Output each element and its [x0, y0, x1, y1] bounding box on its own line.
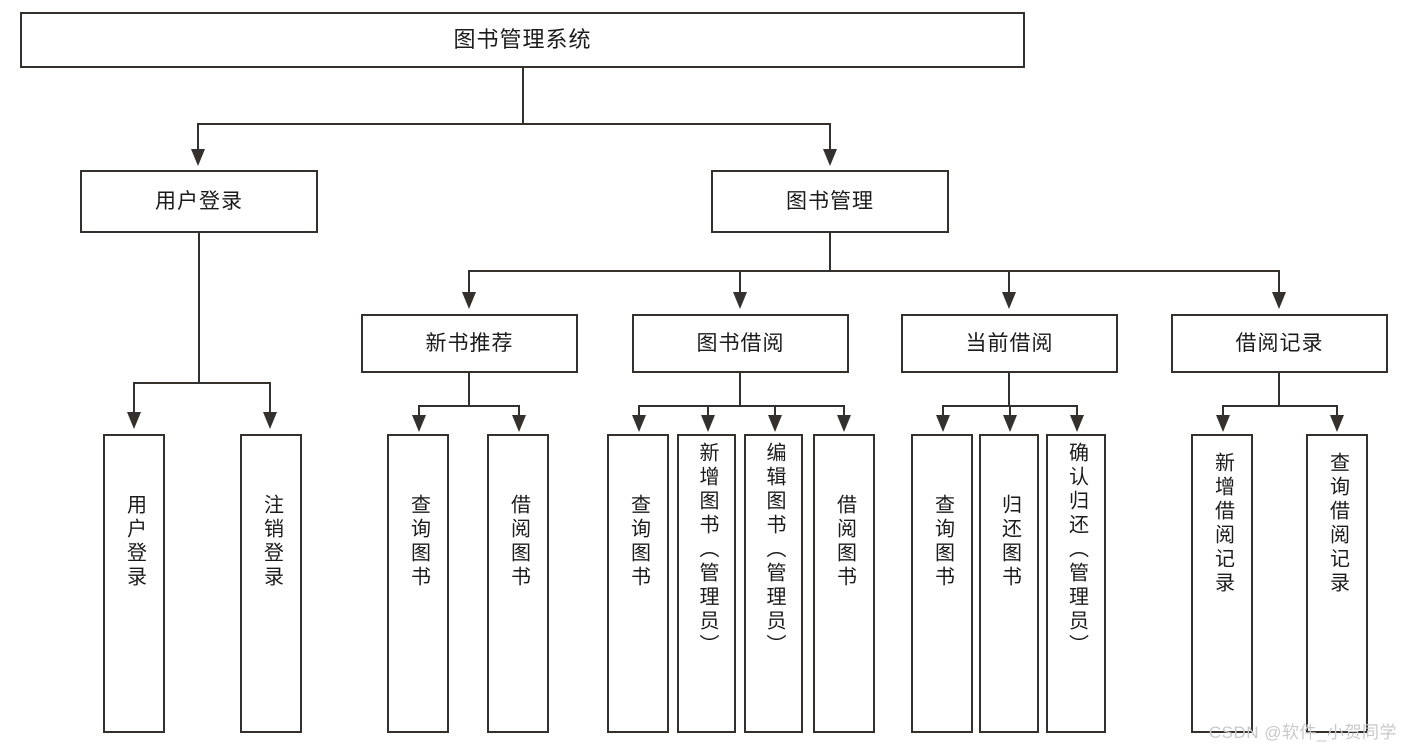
arrow-borrow-to-leaf1 — [632, 415, 646, 432]
arrow-newbook-to-leaf2 — [512, 415, 526, 432]
arrow-bookmgmt-to-new — [462, 292, 476, 309]
leaf-logout[interactable]: 注销登录 — [240, 434, 302, 733]
node-book-management[interactable]: 图书管理 — [711, 170, 949, 233]
connector-login-bus — [133, 382, 270, 384]
node-label: 查询图书 — [931, 494, 954, 590]
arrow-bookmgmt-to-current — [1002, 292, 1016, 309]
connector-current-to-leaf1 — [942, 405, 944, 417]
connector-newbook-to-leaf1 — [418, 405, 420, 417]
connector-current-to-leaf2 — [1009, 405, 1011, 417]
leaf-newbook-borrow-book[interactable]: 借阅图书 — [487, 434, 549, 733]
arrow-borrow-to-leaf2 — [701, 415, 715, 432]
node-label: 图书管理系统 — [453, 26, 592, 52]
leaf-user-login[interactable]: 用户登录 — [103, 434, 165, 733]
connector-records-to-leaf1 — [1222, 405, 1224, 417]
arrow-login-to-leaf1 — [127, 412, 141, 429]
arrow-borrow-to-leaf3 — [768, 415, 782, 432]
arrow-bookmgmt-to-borrow — [733, 292, 747, 309]
leaf-records-search-record[interactable]: 查询借阅记录 — [1306, 434, 1368, 733]
connector-bookmgmt-to-borrow — [739, 270, 741, 292]
node-label: 查询图书 — [407, 494, 430, 590]
connector-borrow-to-leaf3 — [774, 405, 776, 417]
arrow-current-to-leaf2 — [1003, 415, 1017, 432]
leaf-current-return-book[interactable]: 归还图书 — [979, 434, 1039, 733]
connector-root-to-login — [197, 123, 199, 149]
node-new-book-recommend[interactable]: 新书推荐 — [361, 314, 578, 373]
node-user-login[interactable]: 用户登录 — [80, 170, 318, 233]
node-root-system[interactable]: 图书管理系统 — [20, 12, 1025, 68]
connector-current-to-leaf3 — [1076, 405, 1078, 417]
node-label: 图书管理 — [786, 189, 874, 213]
node-label: 新书推荐 — [425, 331, 514, 355]
arrow-borrow-to-leaf4 — [837, 415, 851, 432]
node-label: 新增借阅记录 — [1211, 452, 1234, 596]
leaf-borrow-borrow-book[interactable]: 借阅图书 — [813, 434, 875, 733]
node-book-borrow[interactable]: 图书借阅 — [632, 314, 849, 373]
arrow-records-to-leaf2 — [1330, 415, 1344, 432]
connector-borrow-bus — [638, 405, 844, 407]
connector-login-to-leaf1 — [133, 382, 135, 412]
connector-borrow-to-leaf1 — [638, 405, 640, 417]
leaf-borrow-add-book-admin[interactable]: 新增图书（管理员） — [677, 434, 736, 733]
connector-current-stem — [1008, 373, 1010, 406]
node-label: 编辑图书（管理员） — [763, 442, 785, 658]
node-label: 用户登录 — [123, 494, 146, 590]
node-borrow-records[interactable]: 借阅记录 — [1171, 314, 1388, 373]
leaf-current-confirm-return-admin[interactable]: 确认归还（管理员） — [1046, 434, 1106, 733]
connector-bookmgmt-stem — [829, 233, 831, 271]
leaf-records-add-record[interactable]: 新增借阅记录 — [1191, 434, 1253, 733]
leaf-current-search-book[interactable]: 查询图书 — [911, 434, 973, 733]
connector-root-to-bookmgmt — [829, 123, 831, 149]
connector-newbook-to-leaf2 — [518, 405, 520, 417]
connector-bookmgmt-bus — [468, 270, 1280, 272]
node-label: 注销登录 — [260, 494, 283, 590]
node-label: 借阅图书 — [833, 494, 856, 590]
node-current-borrow[interactable]: 当前借阅 — [901, 314, 1118, 373]
connector-root-bus — [197, 123, 831, 125]
connector-newbook-stem — [468, 373, 470, 406]
node-label: 借阅记录 — [1235, 331, 1324, 355]
connector-borrow-stem — [739, 373, 741, 406]
connector-records-stem — [1278, 373, 1280, 406]
connector-borrow-to-leaf2 — [707, 405, 709, 417]
arrow-login-to-leaf2 — [263, 412, 277, 429]
leaf-borrow-edit-book-admin[interactable]: 编辑图书（管理员） — [744, 434, 803, 733]
node-label: 确认归还（管理员） — [1065, 442, 1088, 658]
node-label: 归还图书 — [998, 494, 1021, 590]
connector-borrow-to-leaf4 — [843, 405, 845, 417]
connector-bookmgmt-to-new — [468, 270, 470, 292]
node-label: 新增图书（管理员） — [696, 442, 718, 658]
arrow-root-to-bookmgmt — [823, 149, 837, 166]
leaf-newbook-search-book[interactable]: 查询图书 — [387, 434, 449, 733]
connector-records-bus — [1222, 405, 1336, 407]
arrow-newbook-to-leaf1 — [412, 415, 426, 432]
node-label: 用户登录 — [155, 189, 243, 213]
node-label: 查询图书 — [627, 494, 650, 590]
node-label: 借阅图书 — [507, 494, 530, 590]
connector-records-to-leaf2 — [1336, 405, 1338, 417]
arrow-current-to-leaf1 — [936, 415, 950, 432]
connector-newbook-bus — [418, 405, 518, 407]
connector-login-stem — [198, 233, 200, 383]
arrow-bookmgmt-to-records — [1272, 292, 1286, 309]
arrow-root-to-login — [191, 149, 205, 166]
node-label: 查询借阅记录 — [1326, 452, 1349, 596]
connector-bookmgmt-to-current — [1008, 270, 1010, 292]
node-label: 当前借阅 — [965, 331, 1054, 355]
arrow-current-to-leaf3 — [1070, 415, 1084, 432]
connector-root-stem — [522, 68, 524, 124]
node-label: 图书借阅 — [696, 331, 785, 355]
leaf-borrow-search-book[interactable]: 查询图书 — [607, 434, 669, 733]
arrow-records-to-leaf1 — [1216, 415, 1230, 432]
connector-bookmgmt-to-records — [1278, 270, 1280, 292]
connector-login-to-leaf2 — [269, 382, 271, 412]
